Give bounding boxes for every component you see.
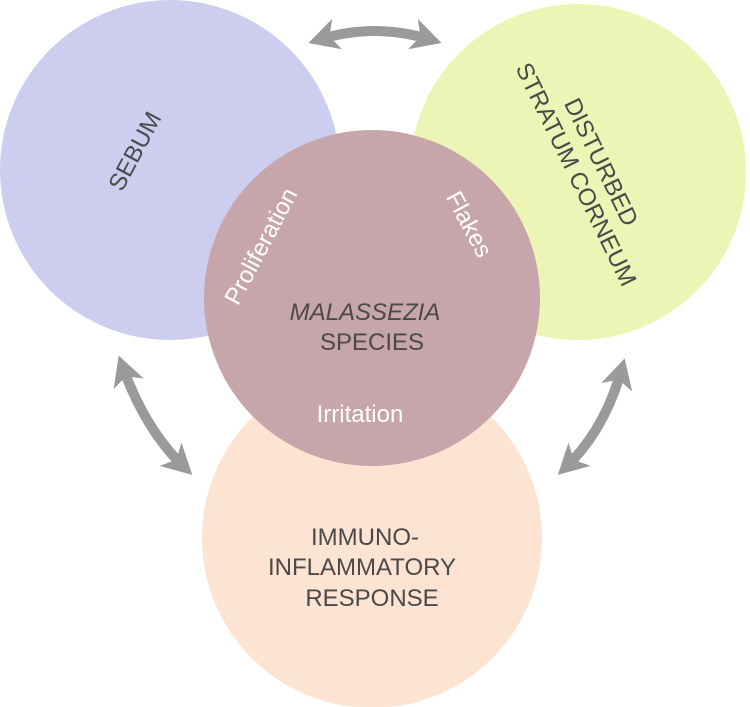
malassezia-circle xyxy=(204,130,540,466)
arrow-sebum-stratum xyxy=(308,18,442,50)
immuno-label-line3: RESPONSE xyxy=(305,585,438,612)
arrow-sebum-immuno xyxy=(113,355,193,475)
immuno-label-line1: IMMUNO- xyxy=(311,524,419,551)
immuno-circle xyxy=(202,368,542,707)
arrow-stratum-immuno xyxy=(557,358,633,475)
irritation-label: Irritation xyxy=(317,401,404,428)
immuno-label-line2: INFLAMMATORY xyxy=(268,554,456,581)
species-label: SPECIES xyxy=(320,329,424,356)
malassezia-label: MALASSEZIA xyxy=(290,299,441,326)
